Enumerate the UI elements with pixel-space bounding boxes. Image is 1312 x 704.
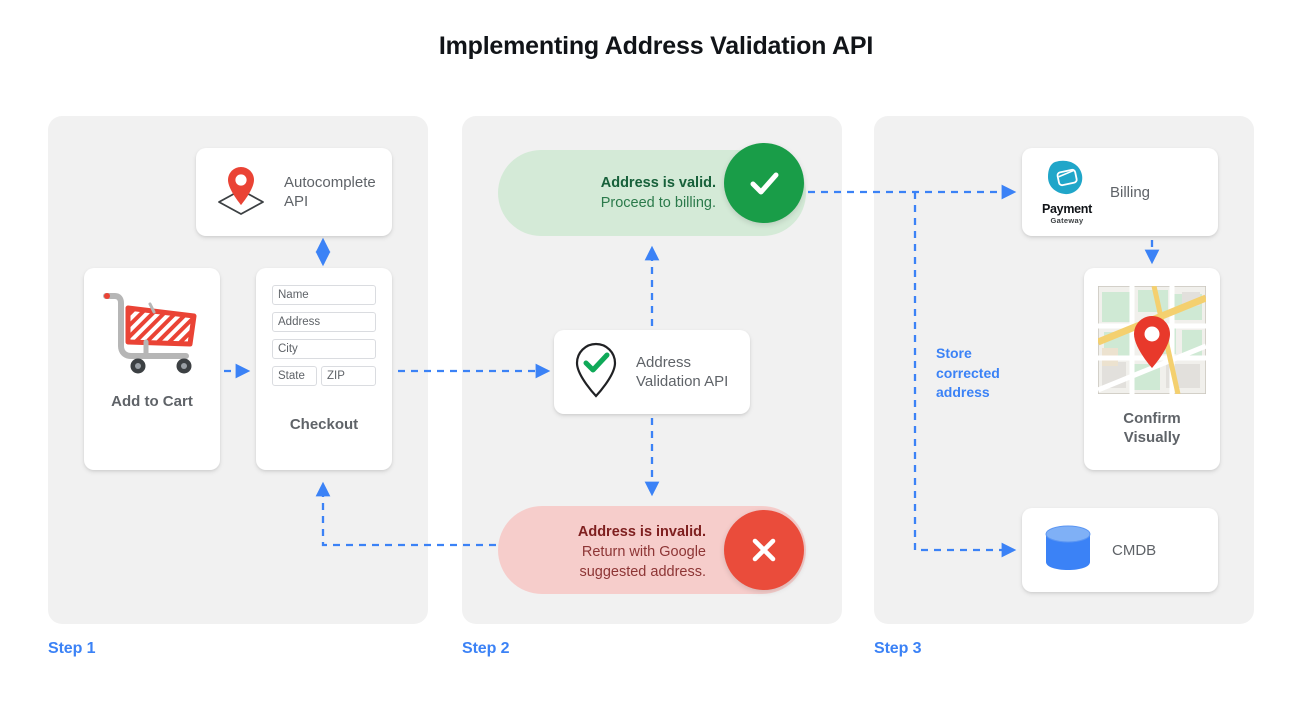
map-pin-on-map-icon [210,161,272,224]
confirm-visually-line-1: Confirm [1123,410,1181,427]
step-2-label: Step 2 [462,640,510,657]
page-title: Implementing Address Validation API [438,32,874,60]
address-valid-text: Address is valid. Proceed to billing. [518,173,716,213]
billing-card[interactable]: Payment Gateway Billing [1022,148,1218,236]
invalid-line-2: Return with Google [581,544,706,560]
step-1-label: Step 1 [48,640,96,657]
add-to-cart-card[interactable]: Add to Cart [84,268,220,470]
store-note-line-3: address [936,384,990,400]
city-field[interactable]: City [272,339,376,359]
zip-field[interactable]: ZIP [321,366,376,386]
store-corrected-address-note: Store corrected address [936,344,1026,403]
pin-with-check-icon [568,339,624,406]
checkout-label: Checkout [289,416,359,433]
billing-label: Billing [1110,183,1151,201]
state-field[interactable]: State [272,366,317,386]
payment-logo-primary: Payment [1041,202,1092,216]
payment-gateway-logo: Payment Gateway [1038,159,1096,225]
payment-logo-secondary: Gateway [1050,216,1084,225]
name-field[interactable]: Name [272,285,376,305]
address-invalid-text: Address is invalid. Return with Google s… [508,522,706,582]
confirm-visually-line-2: Visually [1123,429,1181,446]
store-note-line-1: Store [936,345,972,361]
checkout-card[interactable]: Name Address City State ZIP Checkout [256,268,392,470]
add-to-cart-label: Add to Cart [111,393,193,410]
valid-line-1: Address is valid. [600,175,716,191]
shopping-cart-icon [98,286,206,387]
address-valid-banner: Address is valid. Proceed to billing. [498,143,806,236]
address-validation-api-card[interactable]: Address Validation API [554,330,750,414]
valid-line-2: Proceed to billing. [600,195,716,211]
cmdb-card[interactable]: CMDB [1022,508,1218,592]
check-circle-icon [724,143,804,223]
invalid-line-3: suggested address. [579,564,706,580]
address-field[interactable]: Address [272,312,376,332]
confirm-visually-label: Confirm Visually [1123,409,1181,447]
step-3-label: Step 3 [874,640,922,657]
autocomplete-api-card[interactable]: Autocomplete API [196,148,392,236]
map-thumbnail-with-pin-icon [1096,285,1208,399]
autocomplete-api-label: Autocomplete API [284,174,376,210]
address-validation-api-label: Address Validation API [636,354,729,390]
cmdb-label: CMDB [1112,541,1157,559]
address-invalid-banner: Address is invalid. Return with Google s… [498,506,806,594]
confirm-visually-card[interactable]: Confirm Visually [1084,268,1220,470]
store-note-line-2: corrected [936,364,1000,381]
x-circle-icon [724,510,804,590]
database-cylinder-icon [1042,522,1094,579]
invalid-line-1: Address is invalid. [577,524,706,540]
